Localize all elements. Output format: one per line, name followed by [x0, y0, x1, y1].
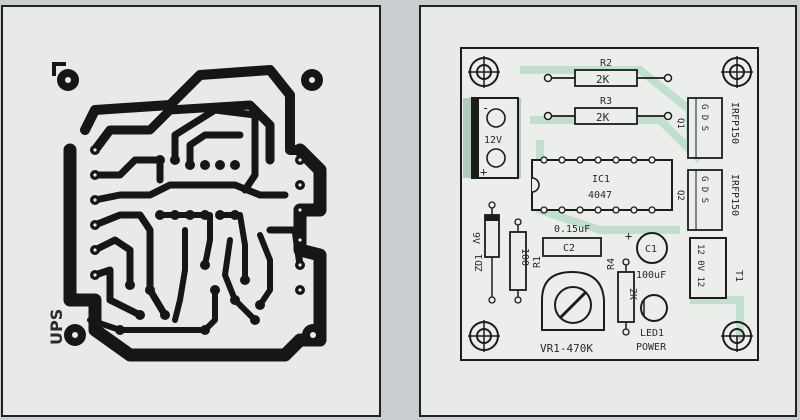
mosfet-q1: G D S Q1 IRFP150 [675, 97, 740, 159]
trace-mid-1 [171, 106, 259, 194]
r3-ref: R3 [600, 96, 612, 107]
c2-ref: C2 [563, 243, 575, 254]
r3-value: 2K [596, 111, 610, 124]
r1-value: 100 [519, 248, 530, 266]
trace-left-4 [91, 236, 134, 289]
q2-part: IRFP150 [729, 174, 740, 216]
r2-ref: R2 [600, 58, 612, 69]
copper-side-panel: UPS [1, 5, 381, 417]
corner-mark-tl [52, 62, 66, 76]
r4-value: 2K [627, 288, 638, 300]
battery-minus: - [482, 101, 489, 115]
q1-part: IRFP150 [729, 102, 740, 144]
led1-ref: LED1 [640, 328, 664, 339]
resistor-r1: 100 R1 [509, 218, 543, 304]
resistor-r2: R2 2K [543, 58, 673, 87]
trace-left-1 [91, 156, 164, 184]
connector-t1: 12 0V 12 T1 [689, 237, 744, 299]
trace-mid-2 [186, 131, 244, 169]
trace-top-inner [90, 100, 275, 165]
q1-pins: G D S [699, 104, 709, 131]
battery-terminal-block: - 12V + [463, 97, 521, 179]
zd1-value: 9V [470, 232, 481, 244]
trace-left-2 [91, 181, 289, 204]
led1-label: POWER [636, 342, 667, 353]
zd1-ref: ZD1 [474, 254, 485, 272]
component-mount-holes [468, 56, 753, 352]
c1-plus: + [625, 229, 632, 243]
c1-value: 100uF [636, 270, 666, 281]
vr1-label: VR1-470K [540, 342, 593, 355]
r4-ref: R4 [606, 258, 617, 270]
battery-voltage: 12V [484, 135, 502, 146]
c1-ref: C1 [645, 244, 657, 255]
t1-pins: 12 0V 12 [695, 244, 705, 287]
trace-left-5 [91, 266, 144, 319]
trimpot-vr1: VR1-470K [540, 270, 605, 355]
trace-ic-2 [172, 227, 188, 323]
trace-right-1 [257, 232, 273, 308]
copper-label-ups: UPS [47, 309, 66, 345]
ic1-part: 4047 [588, 190, 612, 201]
ic1-ref: IC1 [592, 174, 610, 185]
r2-value: 2K [596, 73, 610, 86]
led-led1: LED1 POWER [636, 294, 668, 353]
q2-pins: G D S [699, 176, 709, 203]
mosfet-q2: G D S Q2 IRFP150 [675, 169, 740, 231]
q2-ref: Q2 [675, 190, 685, 201]
pad-drill-holes [93, 148, 302, 292]
c2-value: 0.15uF [554, 224, 590, 235]
zener-zd1: 9V ZD1 [470, 201, 500, 304]
battery-plus: + [480, 165, 487, 179]
resistor-r4: R4 2K [606, 258, 638, 336]
t1-ref: T1 [733, 270, 744, 282]
r1-ref: R1 [532, 256, 543, 268]
trace-ic-4 [222, 237, 258, 323]
capacitor-c2: 0.15uF C2 [542, 224, 602, 257]
trace-right-3 [266, 226, 304, 269]
trace-top-arc [80, 65, 305, 155]
q1-ref: Q1 [675, 118, 685, 129]
ic1-chip: IC1 4047 [531, 156, 673, 214]
component-side-panel: R2 2K R3 2K - 12V + G D S Q1 [419, 5, 797, 417]
resistor-r3: R3 2K [543, 96, 673, 125]
capacitor-c1: + C1 100uF [625, 229, 668, 281]
